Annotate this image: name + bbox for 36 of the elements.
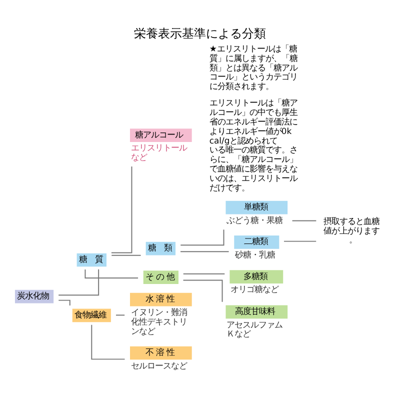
connector [292,220,317,221]
node-box: 食物繊維 [72,308,111,322]
node-label: セルロースなど [130,360,187,370]
connector [180,250,230,252]
node-label: イヌリン・難消化性デキストリンなど [130,306,187,336]
label: ★エリスリトールは「糖質」に属しますが、「糖類」とは異なる「糖アルコール」というカテゴリに分類されます。 [209,43,298,91]
node-box: 水 溶 性 [130,292,192,306]
node-box: そ の 他 [143,270,178,284]
connector [116,314,126,316]
connector [58,268,100,296]
node-box: 糖アルコール [130,128,192,142]
connector [84,268,139,278]
node-box: 多糖類 [230,270,284,283]
connector [182,279,223,302]
node-label: エリスリトールなど [130,142,187,162]
node-label: オリゴ糖など [230,284,279,294]
node-label: アセスルファムＫなど [226,318,283,338]
node-box: 不 溶 性 [130,346,192,360]
diagram-title: 栄養表示基準による分類 [134,26,266,40]
connector [110,166,132,253]
node-box: 糖 質 [76,252,106,266]
connector [111,254,142,256]
connector [180,228,224,246]
connector [91,324,126,360]
connector [58,299,70,306]
node-box: 単糖類 [226,200,288,214]
node-box: 二糖類 [234,235,280,248]
node-text: 摂取すると血糖値が上がります。 [323,215,380,244]
node-label: 砂糖・乳糖 [235,249,276,260]
node-box: 高度甘味料 [226,304,288,318]
label: エリスリトールは「糖アルコール」の中でも厚生省のエネルギー評価法によりエネルギー値が0kcal/gと認められている唯一の糖質です。さらに、「糖アルコール」で血糖値に影響を与えないのは、エリスリトールだけです。 [209,97,298,192]
connector [284,240,317,242]
node-label: ぶどう糖・果糖 [226,214,283,224]
connector [182,272,226,274]
node-box: 糖 類 [146,241,176,255]
node-box: 炭水化物 [14,289,54,303]
